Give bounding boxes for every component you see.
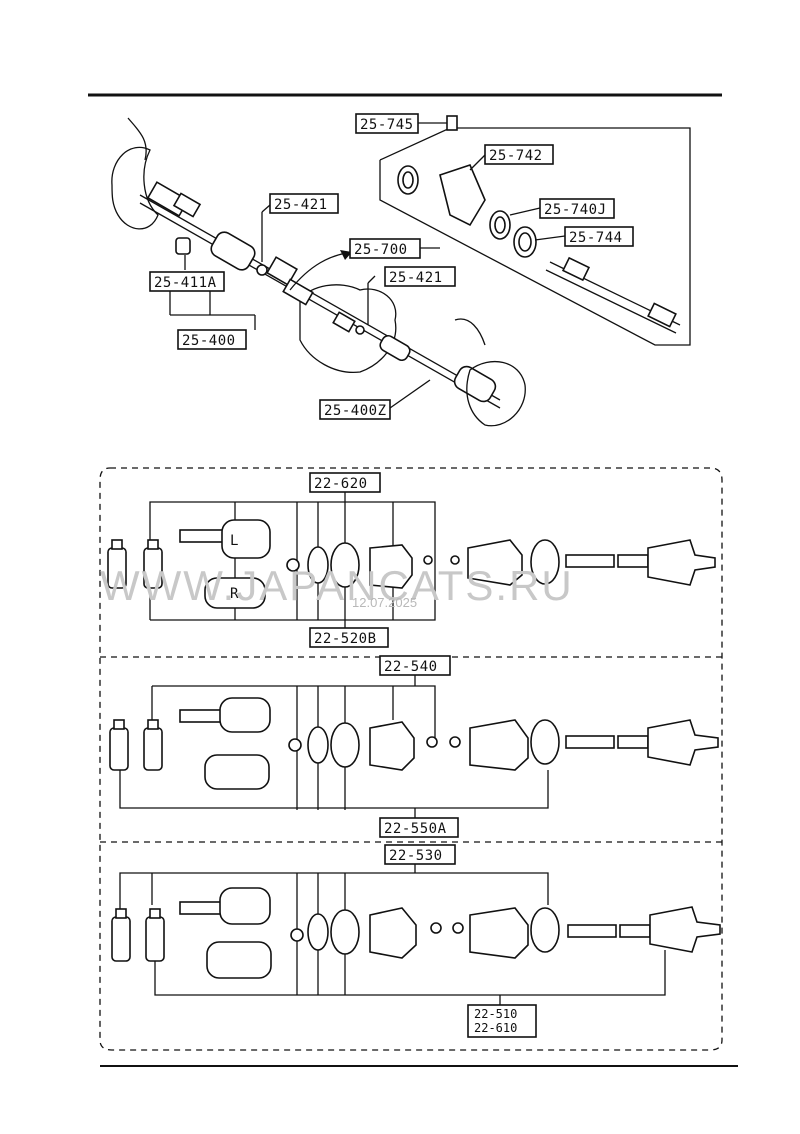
label-25-421-a: 25-421 xyxy=(274,197,328,213)
panel-3: 22-530 22-510 22-610 xyxy=(111,844,721,1038)
outer-boot xyxy=(469,719,529,771)
outer-boot xyxy=(467,539,523,586)
inner-joint-b xyxy=(206,941,272,979)
bolt-25-745 xyxy=(446,115,458,131)
label-25-411A: 25-411A xyxy=(154,275,217,291)
transmission-housing xyxy=(299,284,397,374)
grease-tube xyxy=(111,916,131,962)
outer-joint xyxy=(647,539,716,586)
joint-R-label: R xyxy=(230,586,239,602)
outer-joint-right xyxy=(453,365,497,403)
panel-1: L R 22-620 22-520B xyxy=(107,472,716,648)
grease-tube xyxy=(145,916,165,962)
upper-assembly: 25-745 25-742 25-740J 25-744 25-421 25-7… xyxy=(111,113,691,427)
label-22-520B: 22-520B xyxy=(314,631,377,647)
label-25-400Z: 25-400Z xyxy=(324,403,387,419)
label-22-550A: 22-550A xyxy=(384,821,447,837)
label-25-740J: 25-740J xyxy=(544,202,607,218)
inner-joint-L xyxy=(221,519,271,559)
clamp-ring xyxy=(330,542,360,588)
label-22-510: 22-510 xyxy=(474,1007,517,1021)
inner-joint-R xyxy=(204,577,266,609)
outer-boot xyxy=(469,907,529,959)
label-25-421-b: 25-421 xyxy=(389,270,443,286)
outer-joint xyxy=(649,906,721,953)
inner-joint-right xyxy=(379,334,411,362)
panel-2-bottom-bracket xyxy=(119,770,549,809)
panel-3-bottom-bracket xyxy=(154,950,666,996)
label-25-742: 25-742 xyxy=(489,148,543,164)
inner-joint-left xyxy=(210,231,256,271)
label-22-540: 22-540 xyxy=(384,659,438,675)
label-25-700: 25-700 xyxy=(354,242,408,258)
outer-joint xyxy=(647,719,719,766)
shaft xyxy=(565,554,615,568)
left-hub-arm xyxy=(127,117,147,161)
label-25-745: 25-745 xyxy=(360,117,414,133)
panel-3-top-bracket xyxy=(119,872,549,915)
bracket-25-742 xyxy=(439,164,486,227)
panel-2-top-bracket xyxy=(152,685,436,745)
inner-joint-b xyxy=(204,754,270,790)
inner-boot xyxy=(369,544,413,589)
left-hub xyxy=(111,146,159,230)
lower-dashed-frame xyxy=(99,467,723,1051)
grease-tube xyxy=(143,727,163,771)
joint-L-label: L xyxy=(230,533,239,549)
label-22-530: 22-530 xyxy=(389,848,443,864)
watermark-date: 12.07.2025 xyxy=(352,595,417,610)
grease-tube xyxy=(109,727,129,771)
label-22-620: 22-620 xyxy=(314,476,368,492)
label-25-744: 25-744 xyxy=(569,230,623,246)
inner-joint-a xyxy=(219,697,271,733)
part-25-411A-shape xyxy=(175,237,191,255)
panel-2: 22-540 22-550A xyxy=(109,655,719,838)
label-25-400: 25-400 xyxy=(182,333,236,349)
axle-shaft xyxy=(139,194,501,401)
inner-boot xyxy=(369,721,415,771)
inner-joint-a xyxy=(219,887,271,925)
label-22-610: 22-610 xyxy=(474,1021,517,1035)
inner-boot xyxy=(369,907,417,959)
watermark-text: WWW.JAPANCATS.RU xyxy=(100,562,574,609)
right-hub xyxy=(466,361,526,427)
